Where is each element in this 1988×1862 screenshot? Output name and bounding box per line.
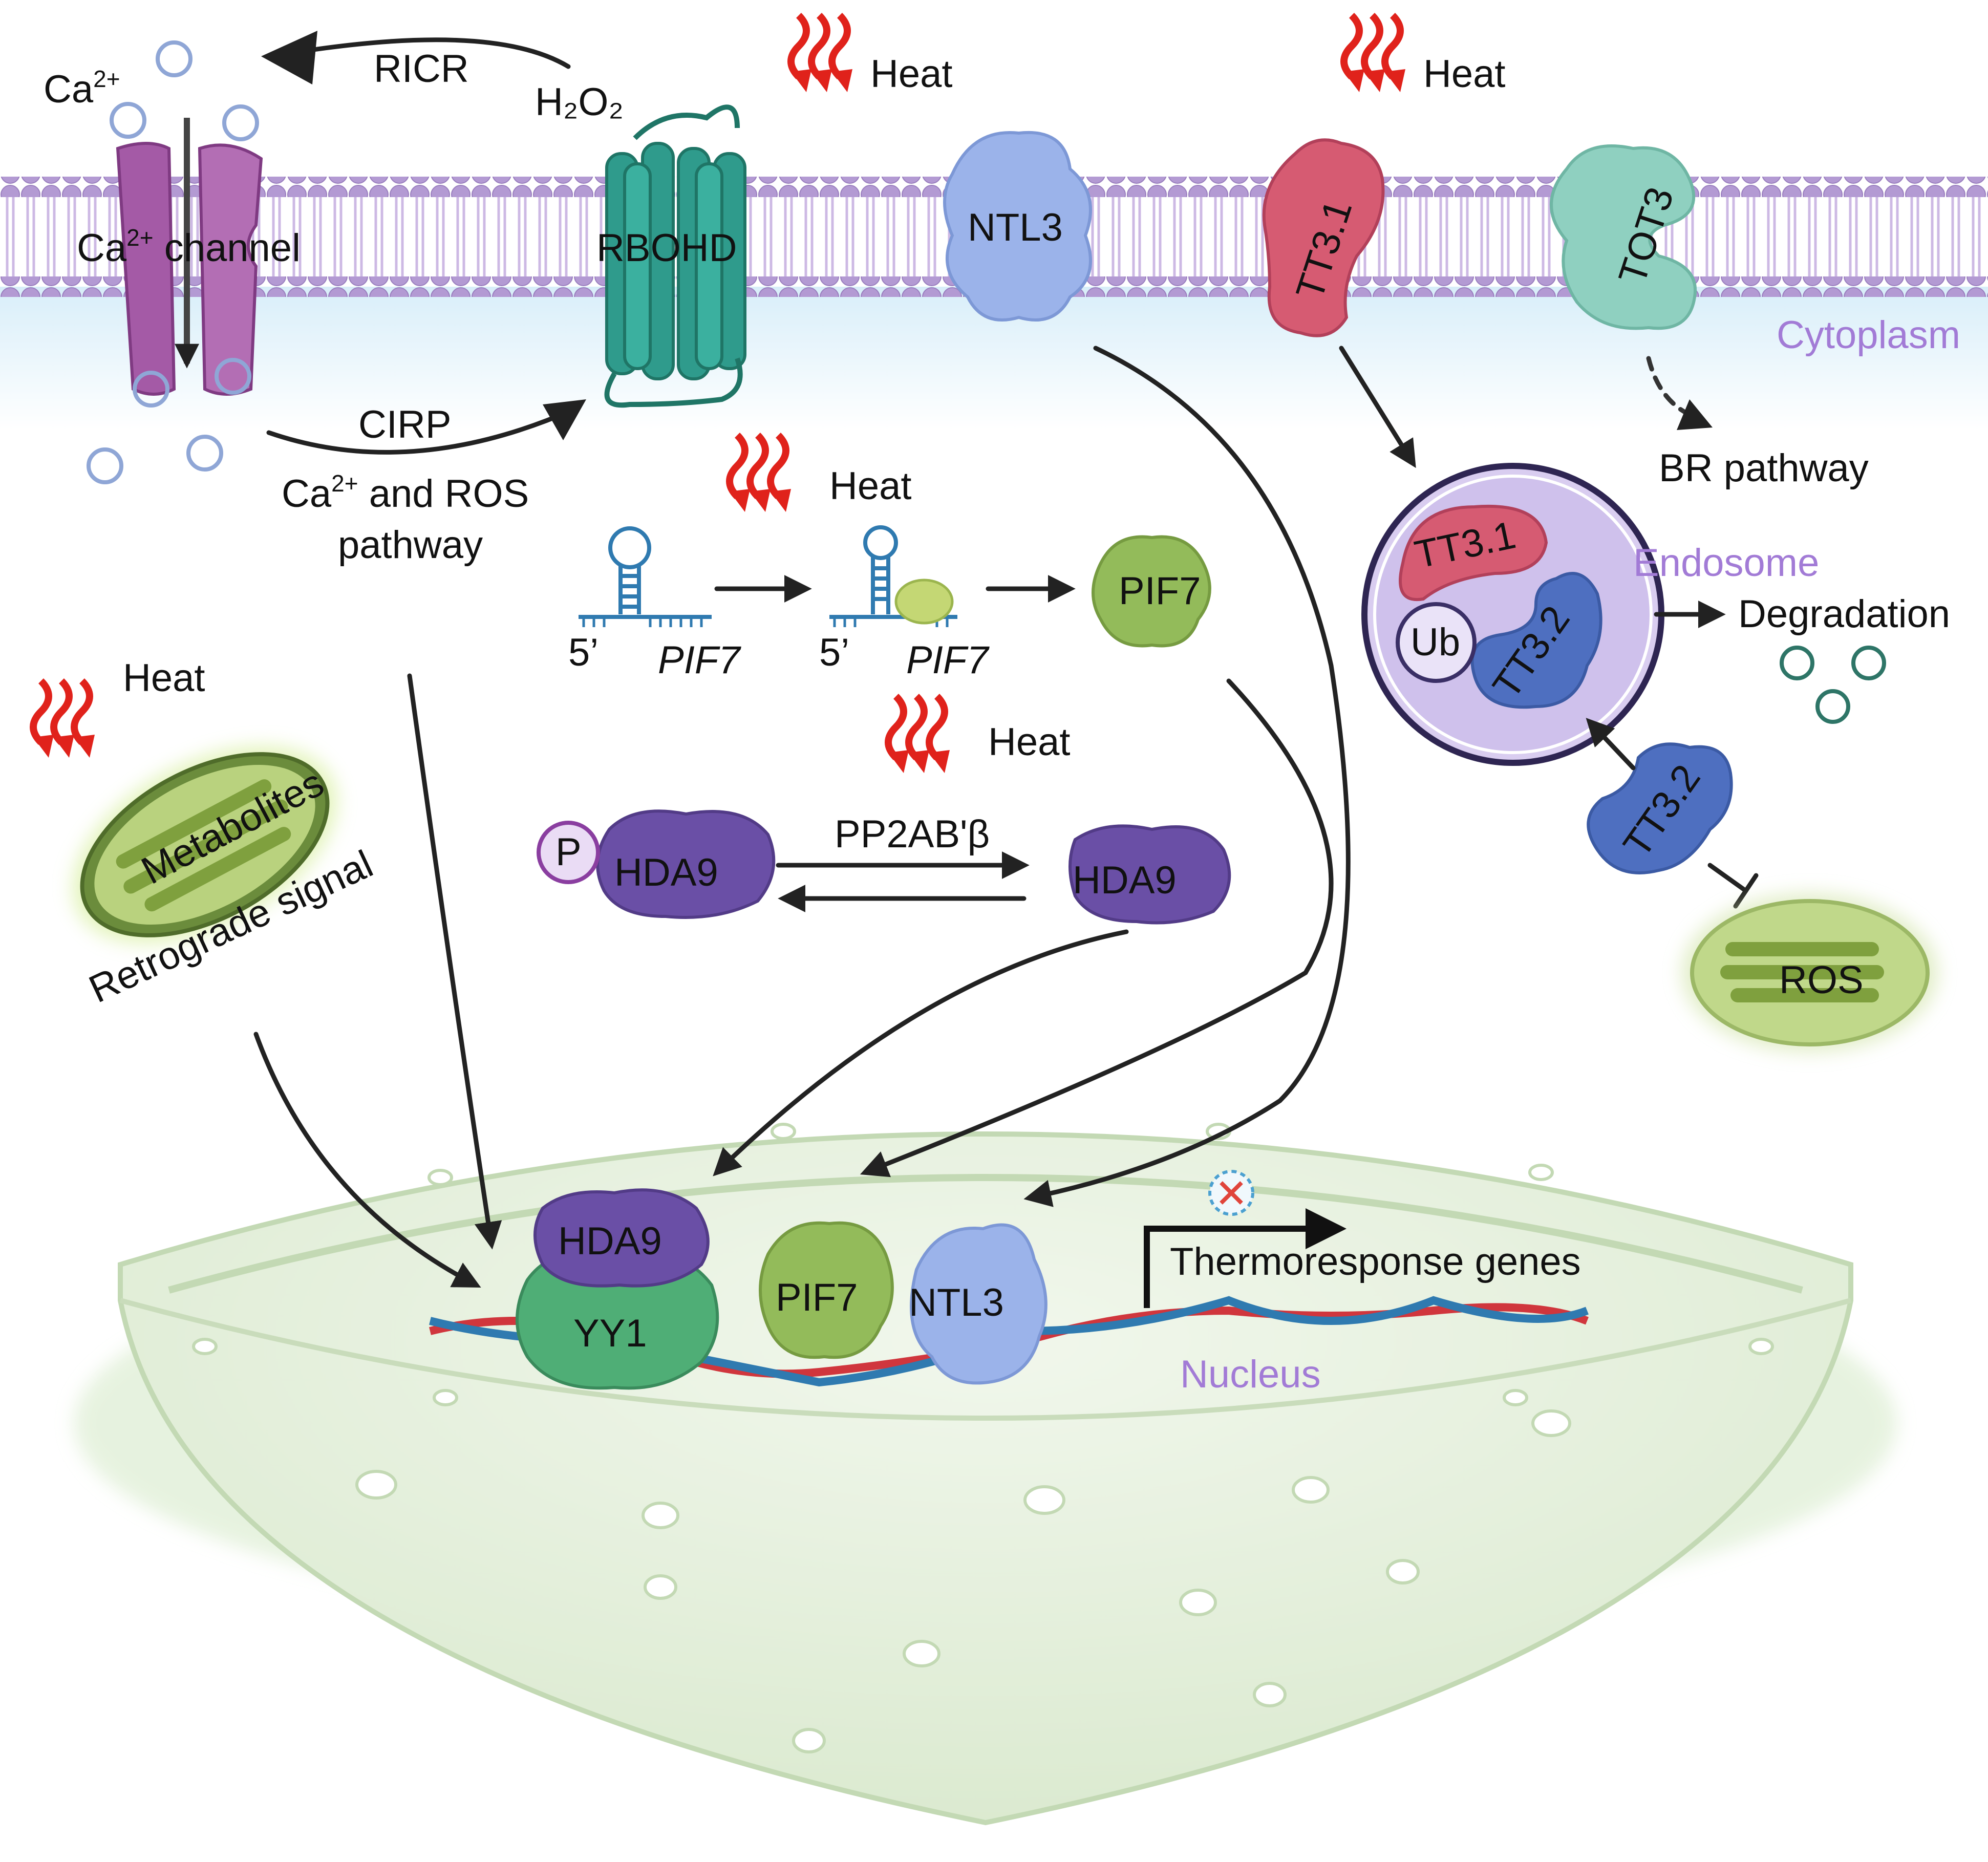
tt31-to-endosome-arrow <box>1339 346 1416 468</box>
ca-ion <box>222 104 259 141</box>
h2o2-label: H₂O₂ <box>535 80 624 124</box>
tt32-free-protein: TT3.2 <box>1587 742 1733 874</box>
pif7-mrna-unfolded <box>579 526 712 627</box>
ca-ions <box>87 40 259 484</box>
tot3-arrowhead <box>1677 399 1713 430</box>
rbohd-protein: RBOHD <box>596 104 746 408</box>
hda9-dephosphorylated: HDA9 <box>1068 824 1231 925</box>
ribosome <box>894 579 954 625</box>
heat-symbol-3 <box>726 433 791 512</box>
tss-arrowhead <box>1306 1208 1346 1249</box>
ntl3-membrane-label: NTL3 <box>968 206 1063 249</box>
cytoplasm-label: Cytoplasm <box>1777 313 1960 357</box>
ca-channel-subunit-right <box>198 143 263 396</box>
heat-label-4: Heat <box>988 720 1071 764</box>
five-prime-label-1: 5’ <box>568 631 598 674</box>
pathway-label: pathway <box>338 523 483 567</box>
yy1-label: YY1 <box>573 1312 647 1355</box>
pif7-cytoplasm-label: PIF7 <box>1119 569 1201 613</box>
ricr-arrowhead <box>261 31 317 84</box>
br-pathway-label: BR pathway <box>1659 446 1869 490</box>
retrograde-arrow <box>253 1032 481 1288</box>
tss-arrow <box>1144 1226 1321 1308</box>
ca-channel: Ca2+ channel <box>77 118 301 396</box>
endosome-tt32 <box>1470 572 1602 709</box>
hda9-to-nucleus-arrow <box>713 929 1129 1176</box>
envelope-pores <box>192 1123 1774 1406</box>
cirp-label: CIRP <box>358 403 452 446</box>
nucleus-inner-rim <box>119 1298 1852 1421</box>
pif7-gene-label-1: PIF7 <box>658 638 741 682</box>
degraded-fragments <box>1780 646 1886 724</box>
five-prime-label-2: 5’ <box>819 631 849 674</box>
nuclear-pores <box>355 1409 1571 1753</box>
endosome: TT3.1 TT3.2 Ub <box>1361 463 1664 766</box>
hda9-nuclear-protein: HDA9 <box>533 1188 710 1288</box>
ntl3-nuclear-label: NTL3 <box>909 1281 1004 1324</box>
tot3-to-br-arrow <box>1646 356 1692 417</box>
ricr-label: RICR <box>374 47 469 91</box>
tt32-inhibits-ros-line <box>1707 863 1748 893</box>
phosphate-circle <box>537 821 600 884</box>
ca-ros-label: Ca2+ and ROS <box>282 470 529 516</box>
heat-symbol-1 <box>787 13 852 92</box>
ub-circle <box>1396 602 1477 683</box>
heat-label-5: Heat <box>123 656 205 700</box>
ros-mitochondrion: ROS <box>1682 893 1938 1052</box>
ca-channel-label: Ca2+ channel <box>77 224 301 270</box>
heat-label-1: Heat <box>870 52 953 96</box>
hda9-phospho-label: HDA9 <box>614 851 718 894</box>
pif7-to-nucleus-arrow <box>860 678 1334 1178</box>
ca-ion <box>110 102 146 139</box>
ca-ion <box>186 435 223 472</box>
heat-symbol-5 <box>30 678 95 758</box>
hda9-nuclear-label: HDA9 <box>558 1219 662 1263</box>
degradation-label: Degradation <box>1738 592 1950 636</box>
ricr-arrow <box>284 37 571 69</box>
ca-ion <box>133 371 169 408</box>
thermoresponse-label: Thermoresponse genes <box>1170 1240 1581 1283</box>
ntl3-membrane-protein: NTL3 <box>943 131 1092 322</box>
tt32-inhibit-bar <box>1733 873 1759 909</box>
ca-ion <box>215 358 251 395</box>
heat-symbol-4 <box>885 694 950 773</box>
heat-label-2: Heat <box>1423 52 1506 96</box>
pif7-gene-label-2: PIF7 <box>906 638 990 682</box>
phosphate-label: P <box>555 830 582 874</box>
endosome-tt31 <box>1399 504 1548 602</box>
pif7-nuclear-label: PIF7 <box>776 1276 858 1319</box>
ca-channel-subunit-left <box>116 142 176 396</box>
tt31-membrane-protein: TT3.1 <box>1262 138 1385 337</box>
ros-label: ROS <box>1779 958 1864 1002</box>
heat-label-3: Heat <box>829 464 912 508</box>
ca-ion <box>87 447 123 484</box>
ub-label: Ub <box>1410 620 1460 664</box>
endosome-label: Endosome <box>1633 541 1819 585</box>
ntl3-nuclear-protein: NTL3 <box>909 1223 1048 1385</box>
blocked-x-icon <box>1220 1181 1243 1205</box>
pif7-nuclear-protein: PIF7 <box>759 1221 894 1359</box>
pp2ab-label: PP2AB'β <box>835 812 990 856</box>
hda9-dephospho-label: HDA9 <box>1073 859 1177 902</box>
cirp-arrowhead <box>543 399 586 440</box>
ca-ros-arrow <box>407 673 502 1250</box>
nucleus-rim <box>168 1174 1803 1294</box>
ca-label: Ca2+ <box>44 66 120 111</box>
nucleus-label: Nucleus <box>1180 1353 1321 1396</box>
heat-symbol-2 <box>1340 13 1405 92</box>
tt32-to-endosome-arrow <box>1586 718 1636 771</box>
pif7-protein-cytoplasm: PIF7 <box>1092 535 1211 648</box>
rbohd-label: RBOHD <box>596 226 737 270</box>
ca-ion <box>156 40 193 77</box>
ntl3-to-nucleus-arrow <box>1023 346 1351 1207</box>
chloroplast: Metabolites <box>72 746 337 944</box>
hda9-phosphorylated: HDA9 <box>596 809 776 919</box>
cirp-arrow <box>266 407 576 455</box>
